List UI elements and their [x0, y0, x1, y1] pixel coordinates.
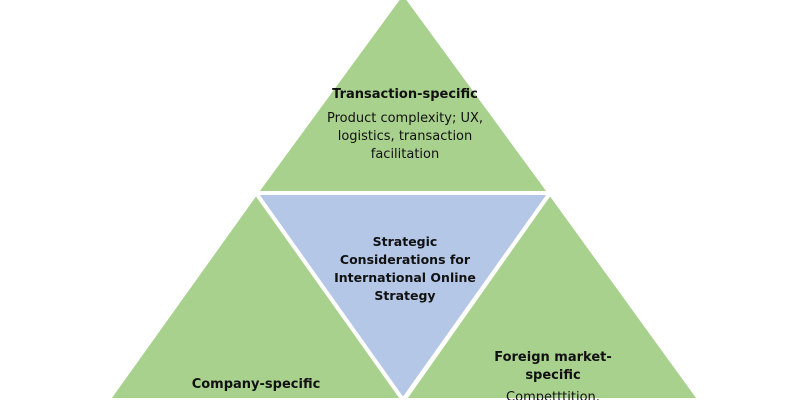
center-section-label: Strategic Considerations for Internation… [320, 233, 490, 305]
company-specific-title: Company-specific [191, 377, 321, 392]
transaction-specific-title: Transaction-specific [332, 87, 478, 102]
transaction-specific-body: Product complexity; UX, logistics, trans… [326, 111, 484, 162]
foreign-market-specific-body: Competttition, [506, 390, 600, 400]
foreign-market-specific-title: Foreign market-specific [494, 350, 612, 383]
strategic-considerations-title: Strategic Considerations for Internation… [334, 234, 476, 303]
top-section-label: Transaction-specific Product complexity;… [310, 86, 500, 164]
right-section-label: Foreign market-specific Competttition, [478, 349, 628, 400]
center-triangle [252, 191, 554, 400]
left-section-label: Company-specific [176, 376, 336, 394]
